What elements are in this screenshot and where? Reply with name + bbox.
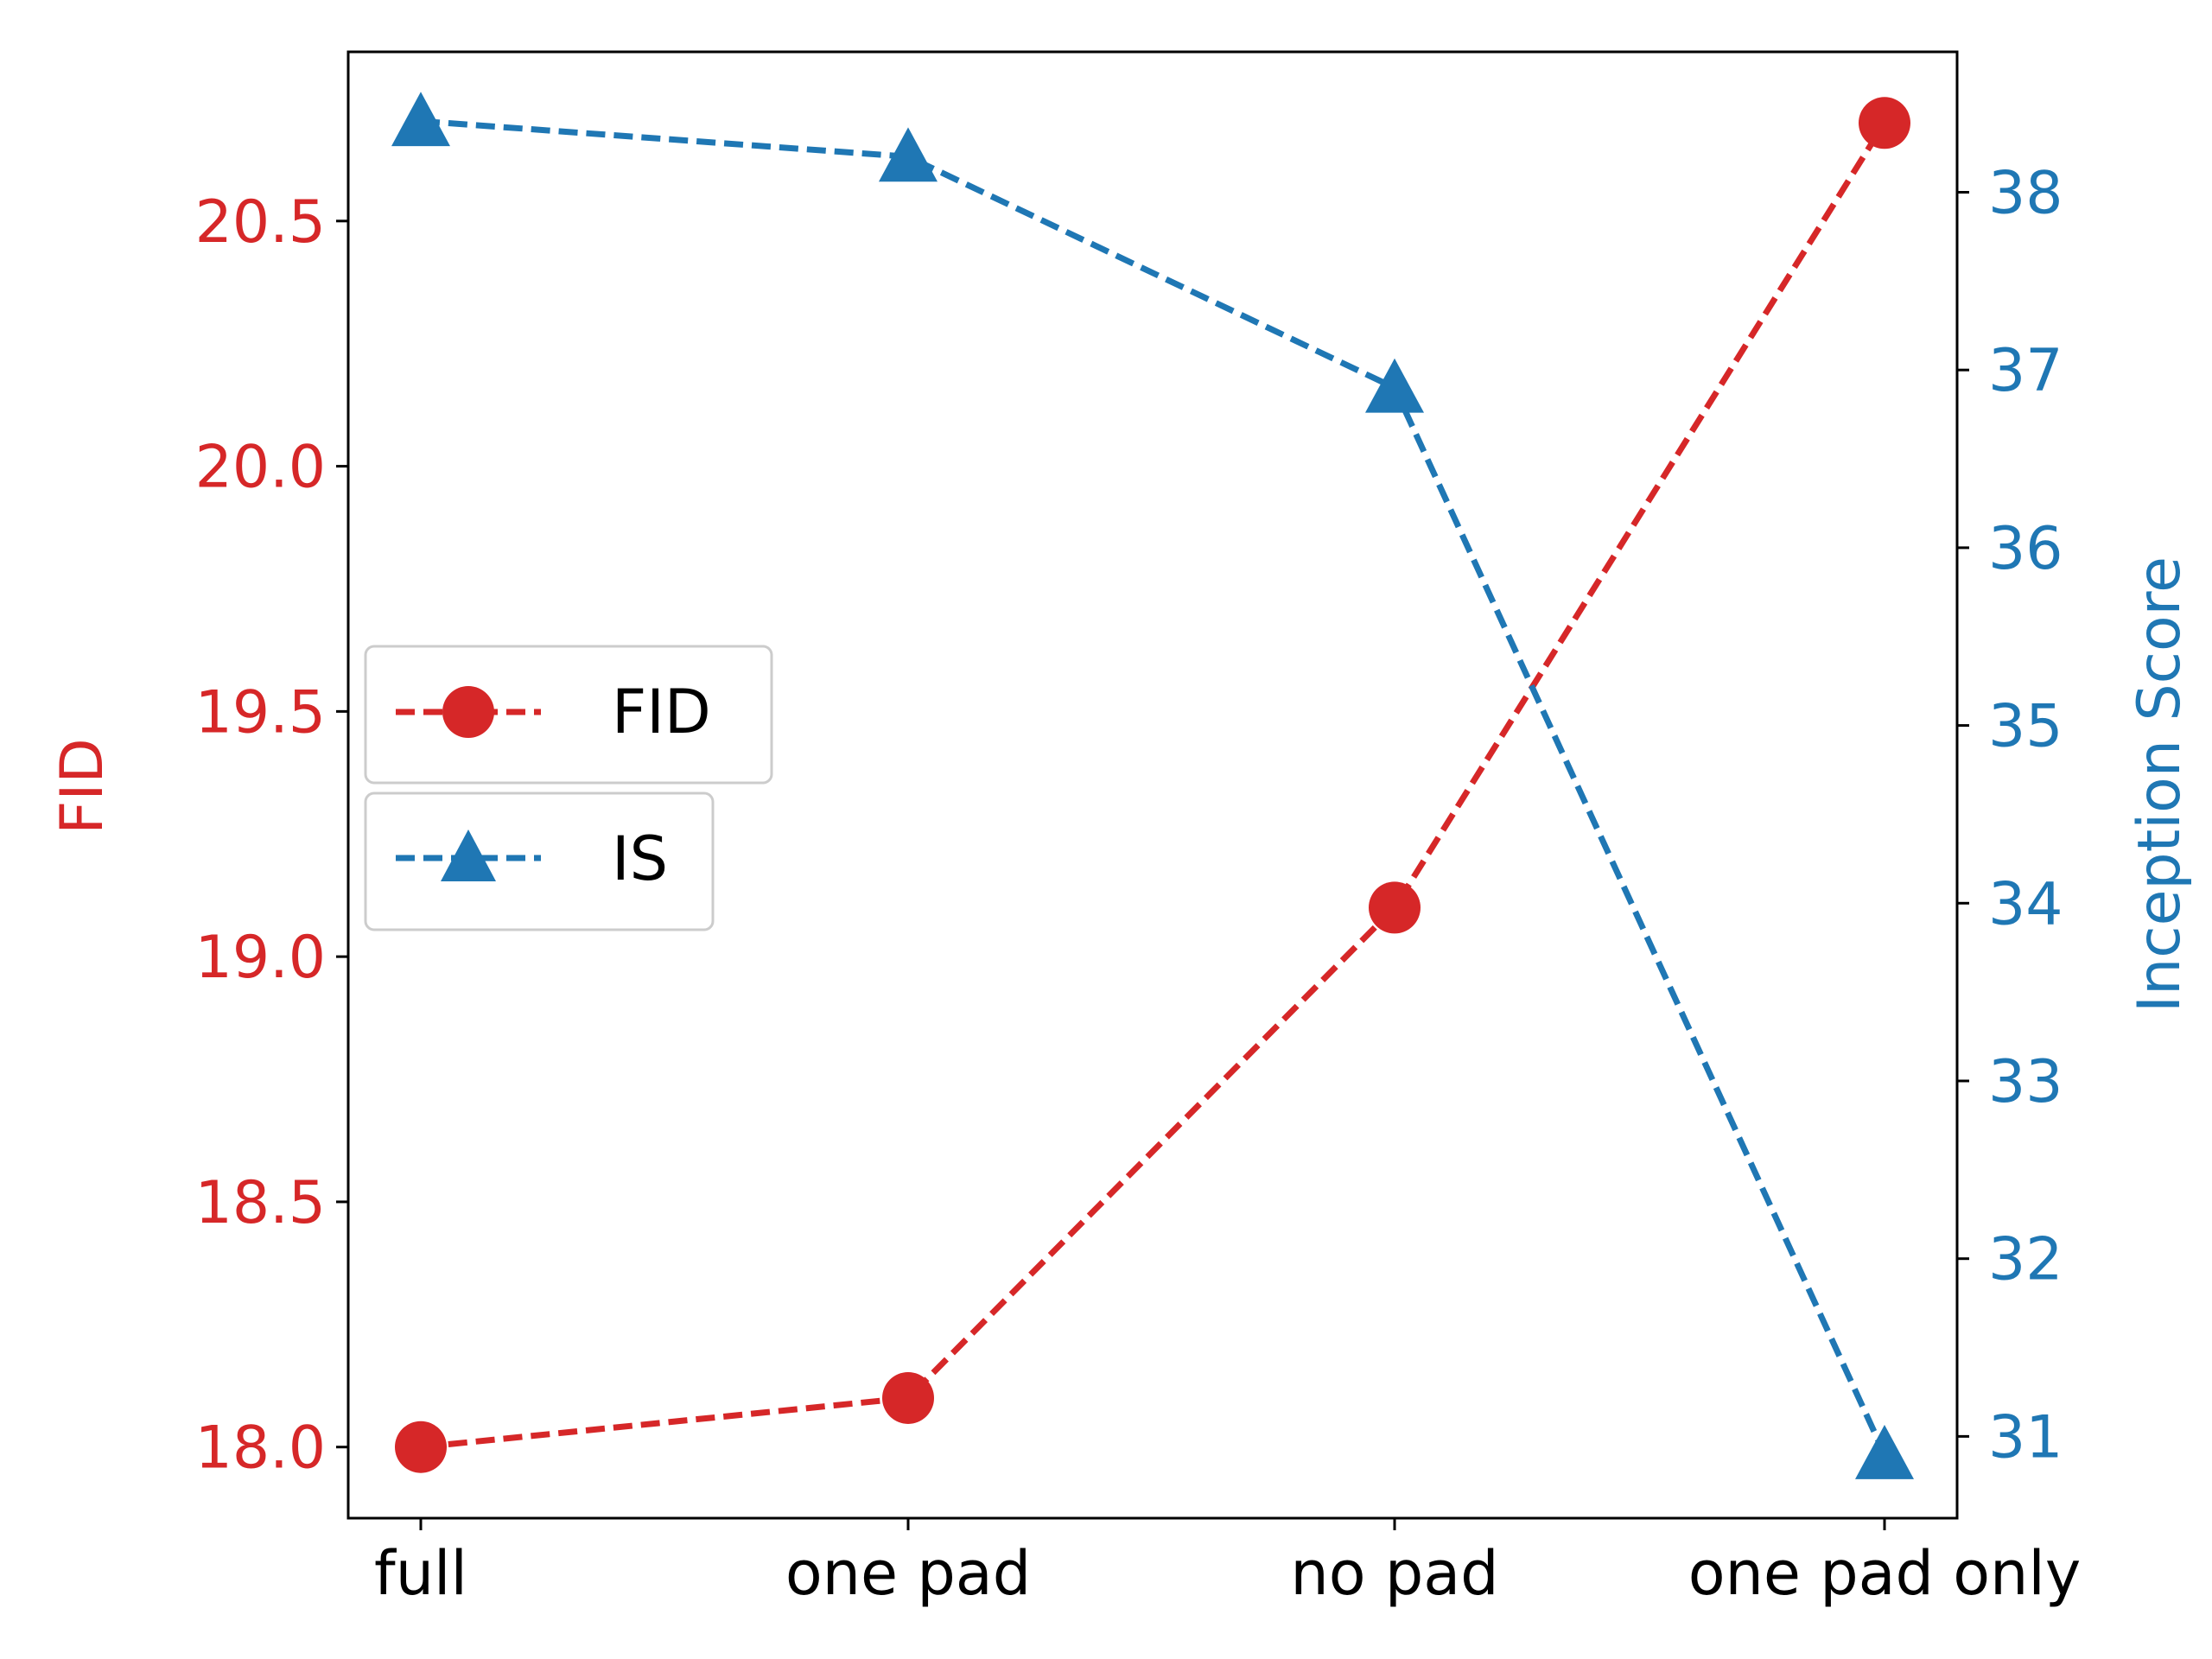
- left-y-tick-label-1: 18.5: [195, 1169, 326, 1237]
- legend-label-fid: FID: [612, 677, 711, 747]
- left-y-tick-label-5: 20.5: [195, 188, 326, 257]
- x-tick-label-1: one pad: [785, 1538, 1031, 1609]
- right-y-axis-ticks: 31 32 33 34 35 36 37 38: [1957, 160, 2063, 1471]
- point-is-3: [1855, 1424, 1914, 1479]
- point-fid-0: [395, 1421, 447, 1473]
- right-y-tick-label-6: 37: [1988, 337, 2063, 405]
- x-tick-label-3: one pad only: [1688, 1538, 2082, 1609]
- series-line-is: [420, 118, 1888, 1456]
- series-line-fid: [420, 121, 1887, 1451]
- series-fid: [395, 97, 1910, 1473]
- left-y-tick-label-3: 19.5: [195, 678, 326, 747]
- legend-item-is: IS: [364, 791, 715, 931]
- left-y-tick-label-4: 20.0: [195, 434, 326, 502]
- legend-box-is: [364, 791, 715, 931]
- right-y-tick-label-5: 36: [1988, 515, 2063, 583]
- point-fid-3: [1859, 97, 1910, 149]
- legend-box-fid: [364, 645, 773, 785]
- left-y-tick-label-0: 18.0: [195, 1414, 326, 1483]
- right-y-tick-label-1: 32: [1988, 1226, 2063, 1294]
- point-fid-2: [1369, 881, 1421, 934]
- left-y-axis-ticks: 18.0 18.5 19.0 19.5 20.0 20.5: [195, 188, 348, 1483]
- legend-marker-is: [441, 830, 496, 881]
- x-tick-label-2: no pad: [1290, 1538, 1498, 1609]
- right-y-tick-label-3: 34: [1988, 870, 2063, 938]
- right-y-tick-label-0: 31: [1988, 1403, 2063, 1471]
- legend-marker-fid: [442, 686, 494, 738]
- left-y-axis-label: FID: [48, 738, 117, 835]
- point-is-1: [879, 127, 938, 182]
- point-fid-1: [882, 1371, 934, 1424]
- right-y-tick-label-7: 38: [1988, 160, 2063, 228]
- legend-label-is: IS: [612, 823, 668, 894]
- point-is-0: [391, 92, 450, 147]
- right-y-tick-label-2: 33: [1988, 1048, 2063, 1116]
- legend-item-fid: FID: [364, 645, 773, 785]
- x-tick-label-0: full: [374, 1538, 467, 1609]
- point-is-2: [1365, 358, 1424, 413]
- right-y-axis-label: Inception Score: [2126, 556, 2194, 1013]
- x-axis-ticks: full one pad no pad one pad only: [374, 1518, 2081, 1609]
- right-y-tick-label-4: 35: [1988, 693, 2063, 761]
- left-y-tick-label-2: 19.0: [195, 924, 326, 992]
- series-is: [391, 92, 1914, 1479]
- plot-area-frame: [346, 50, 1959, 1520]
